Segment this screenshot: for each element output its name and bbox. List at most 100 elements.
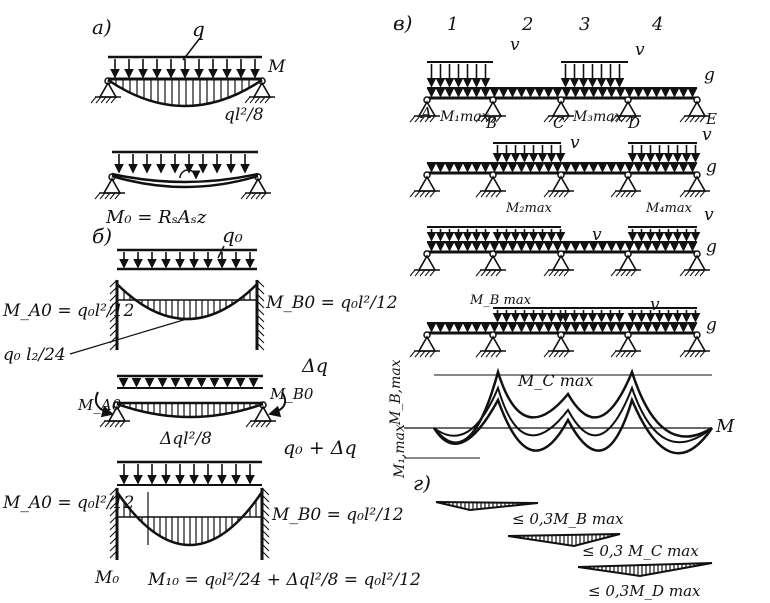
support-triangle: [417, 175, 437, 192]
wall-hatch-line: [256, 335, 265, 344]
leader-q0: [217, 245, 225, 259]
wall-hatch-line: [109, 300, 118, 309]
m0-label: M₀: [94, 568, 119, 588]
ground-hatch: [255, 192, 262, 200]
triangle-1: [435, 501, 539, 512]
wall-hatch-line: [109, 279, 118, 288]
ground-hatch: [409, 269, 416, 277]
ground-hatch: [625, 115, 632, 123]
ground-hatch: [244, 96, 251, 104]
delta-moment: Δql²/8: [159, 429, 212, 449]
support-triangle: [483, 254, 503, 271]
live-label-2b: v: [702, 125, 712, 145]
beam-row-4: [409, 307, 710, 358]
dead-label-2: g: [706, 157, 717, 177]
ground-hatch: [495, 350, 502, 358]
ground-hatch: [543, 350, 550, 358]
support-triangle: [417, 254, 437, 271]
support-B: B: [485, 114, 497, 132]
wall-hatch-line: [109, 494, 118, 503]
ground-hatch: [548, 115, 555, 123]
ground-hatch: [694, 115, 701, 123]
wall-hatch-line: [109, 508, 118, 517]
moment-parabola-b1: [116, 283, 258, 321]
ground-hatch: [625, 350, 632, 358]
ground-hatch: [480, 115, 487, 123]
ground-hatch: [255, 420, 262, 428]
m10-formula: M₁₀ = q₀l²/24 + Δql²/8 = q₀l²/12: [147, 570, 421, 590]
ground-hatch: [495, 115, 502, 123]
ground-hatch: [419, 115, 426, 123]
support-triangle: [483, 175, 503, 192]
wall-hatch-line: [109, 286, 118, 295]
span-1: 1: [447, 14, 458, 35]
ground-hatch: [104, 420, 111, 428]
ground-hatch: [480, 190, 487, 198]
ground-hatch: [419, 350, 426, 358]
ground-hatch: [679, 115, 686, 123]
ground-hatch: [630, 350, 637, 358]
support-triangle: [417, 335, 437, 352]
ground-hatch: [563, 190, 570, 198]
ground-hatch: [485, 350, 492, 358]
wall-hatch-line: [256, 300, 265, 309]
ground-hatch: [699, 190, 706, 198]
ground-hatch: [684, 269, 691, 277]
delta-load: Δq: [301, 355, 328, 377]
wall-hatch-line: [109, 543, 118, 552]
ground-hatch: [485, 190, 492, 198]
wall-hatch-line: [109, 515, 118, 524]
ground-hatch: [424, 190, 431, 198]
panel-label-g: г): [413, 471, 431, 495]
ground-hatch: [475, 190, 482, 198]
deflected-beam-top: [111, 172, 259, 184]
ground-hatch: [548, 190, 555, 198]
wall-hatch-line: [109, 487, 118, 496]
ground-hatch: [689, 115, 696, 123]
wall-hatch-line: [261, 494, 270, 503]
ground-hatch: [250, 192, 257, 200]
ground-hatch: [429, 115, 436, 123]
ground-hatch: [679, 269, 686, 277]
ground-hatch: [419, 190, 426, 198]
panel-b: б) q₀ M_A0 = q₀l²/12 M_B0 = q₀l²/12 q₀ l…: [2, 223, 421, 590]
ground-hatch: [249, 96, 256, 104]
ground-hatch: [694, 269, 701, 277]
ground-hatch: [475, 115, 482, 123]
ground-hatch: [563, 115, 570, 123]
ground-hatch: [119, 420, 126, 428]
panel-label-v: в): [393, 11, 412, 35]
ground-hatch: [610, 115, 617, 123]
ground-hatch: [548, 350, 555, 358]
ground-hatch: [490, 115, 497, 123]
support-triangle: [618, 175, 638, 192]
ground-hatch: [490, 350, 497, 358]
ground-hatch: [630, 190, 637, 198]
envelope-mid: [433, 385, 713, 444]
support-triangle: [687, 335, 707, 352]
formula-m0: M₀ = RₛAₛz: [105, 207, 207, 228]
beam-row-3: [409, 226, 710, 277]
m-envelope-label: M: [715, 416, 735, 437]
triangle-hatch: [515, 534, 613, 546]
ground-hatch: [563, 269, 570, 277]
wall-hatch-line: [256, 279, 265, 288]
live-label-1b: v: [635, 40, 645, 60]
ground-hatch: [615, 269, 622, 277]
ground-hatch: [543, 190, 550, 198]
ground-hatch: [99, 192, 106, 200]
wall-hatch-line: [109, 307, 118, 316]
ground-hatch: [114, 192, 121, 200]
ground-hatch: [245, 420, 252, 428]
support-triangle: [551, 254, 571, 271]
ground-hatch: [679, 190, 686, 198]
ground-hatch: [104, 192, 111, 200]
ground-hatch: [250, 420, 257, 428]
wall-hatch-line: [261, 515, 270, 524]
ground-hatch: [563, 350, 570, 358]
moment-arrow-left: [94, 391, 114, 418]
panel-a: а) q M ql²/8 M₀ = RₛAₛz: [90, 15, 286, 228]
moment-label-m: M: [267, 57, 286, 77]
load-arrows: [94, 154, 271, 200]
